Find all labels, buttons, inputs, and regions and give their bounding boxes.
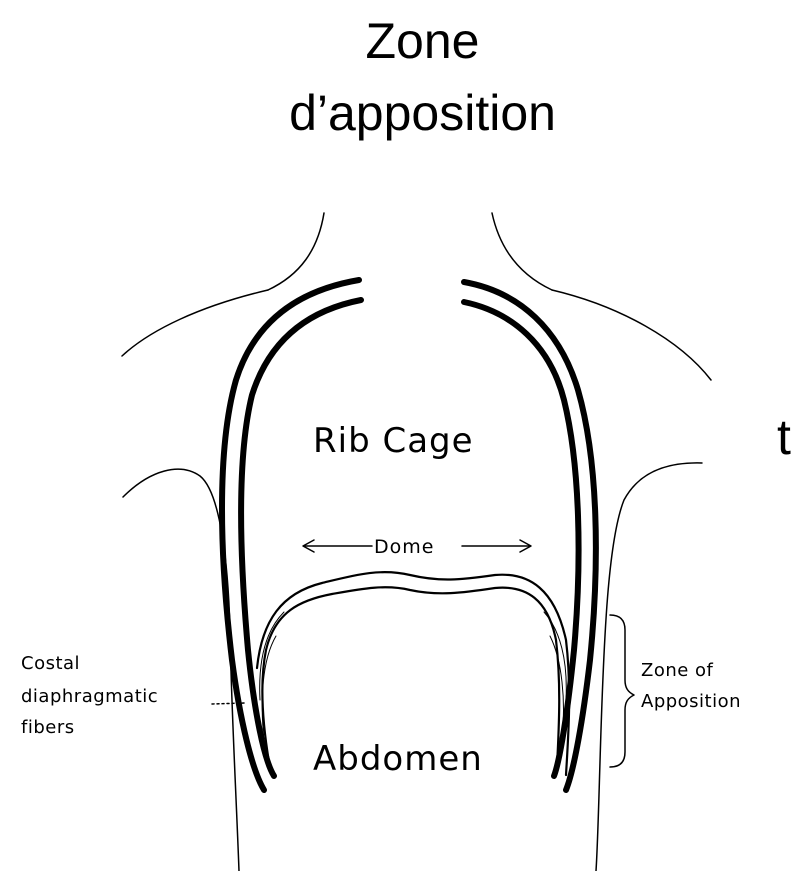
dome-label: Dome	[374, 536, 434, 558]
costal-fibers-label-line-1: Costal	[21, 653, 80, 674]
rib-cage-inner-right	[464, 302, 579, 776]
shoulder-outline-left	[122, 290, 268, 356]
costal-fibers-label-line-2: diaphragmatic	[21, 686, 158, 707]
rib-cage-inner-left	[241, 300, 361, 776]
abdomen-label: Abdomen	[313, 739, 483, 779]
neck-outline-left	[268, 213, 324, 290]
zone-brace	[610, 615, 634, 767]
costal-fibers-label-line-3: fibers	[21, 717, 75, 738]
rib-cage-label: Rib Cage	[313, 421, 474, 461]
zone-of-apposition-label-line-2: Apposition	[641, 691, 741, 712]
costal-fibers-leader	[212, 703, 244, 704]
neck-outline-right	[492, 213, 552, 290]
zone-of-apposition-label-line-1: Zone of	[641, 660, 714, 681]
shoulder-outline-right	[552, 290, 711, 380]
